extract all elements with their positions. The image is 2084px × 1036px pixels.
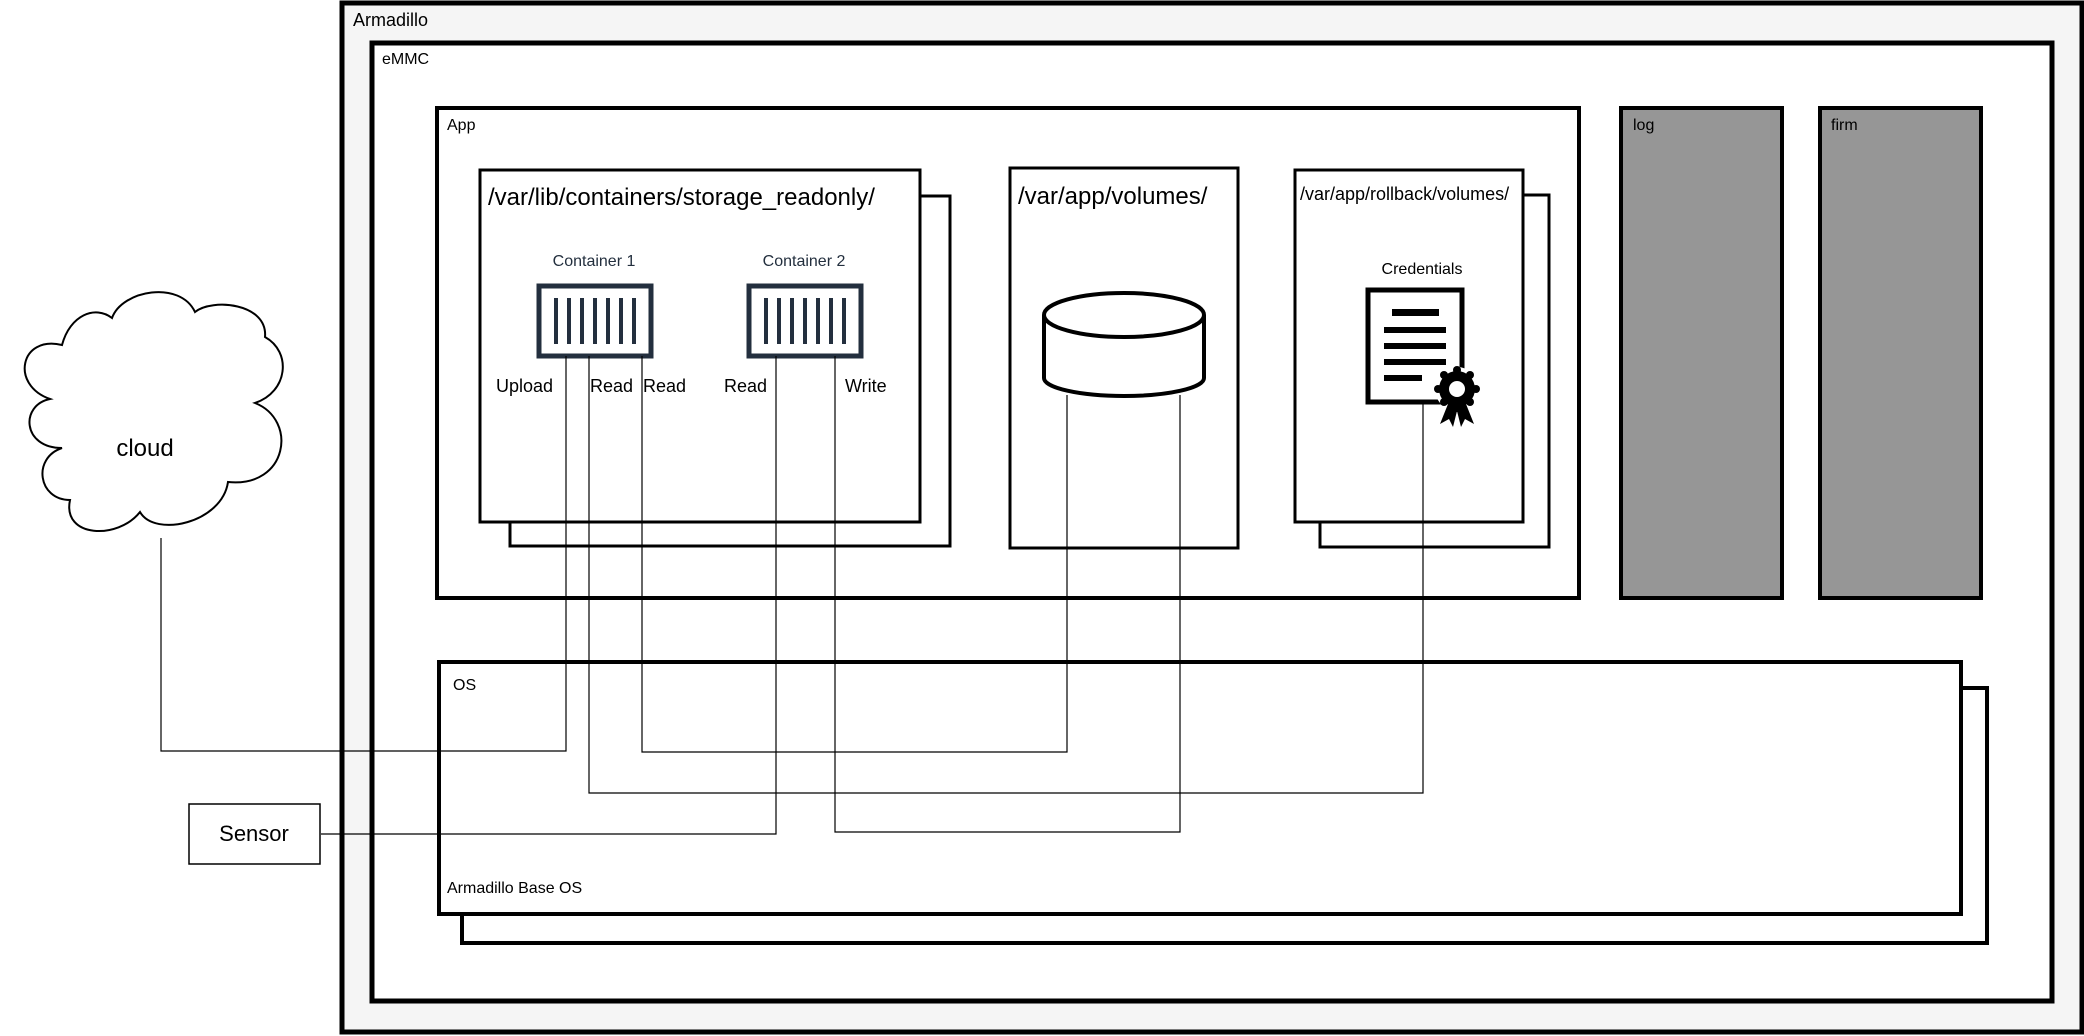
firm-partition: [1818, 106, 1983, 600]
certificate-icon: [1365, 287, 1480, 427]
firm-label: firm: [1831, 117, 1858, 134]
container-icon: [536, 283, 654, 359]
sensor-box: [188, 803, 321, 865]
connector-cloud-upload: [160, 356, 567, 752]
connector-sensor-read: [321, 356, 777, 835]
database-cylinder-icon: [1042, 291, 1206, 398]
base-os-label: Armadillo Base OS: [447, 880, 582, 897]
container1-label: Container 1: [553, 253, 636, 270]
upload-label: Upload: [496, 376, 553, 396]
log-label: log: [1633, 117, 1654, 134]
os-label: OS: [453, 677, 476, 694]
container2-label: Container 2: [763, 253, 846, 270]
read-label-1: Read: [590, 376, 633, 396]
volumes-path: /var/app/volumes/: [1018, 183, 1208, 210]
credentials-label: Credentials: [1382, 261, 1463, 278]
os-box: [437, 660, 1963, 916]
connector-read-credentials: [588, 356, 1424, 794]
emmc-label: eMMC: [382, 51, 429, 68]
sensor-label: Sensor: [219, 821, 289, 846]
app-label: App: [447, 117, 476, 134]
connector-read-volumes: [641, 356, 1068, 753]
rollback-box: [1293, 168, 1525, 524]
rollback-path: /var/app/rollback/volumes/: [1300, 184, 1509, 204]
armadillo-label: Armadillo: [353, 10, 428, 30]
cloud-shape: [23, 291, 284, 532]
connector-write-volumes: [834, 356, 1181, 833]
container-icon: [746, 283, 864, 359]
read-label-3: Read: [724, 376, 767, 396]
storage-readonly-path: /var/lib/containers/storage_readonly/: [488, 184, 875, 211]
log-partition: [1619, 106, 1784, 600]
write-label: Write: [845, 376, 887, 396]
cloud-label: cloud: [116, 435, 173, 462]
read-label-2: Read: [643, 376, 686, 396]
